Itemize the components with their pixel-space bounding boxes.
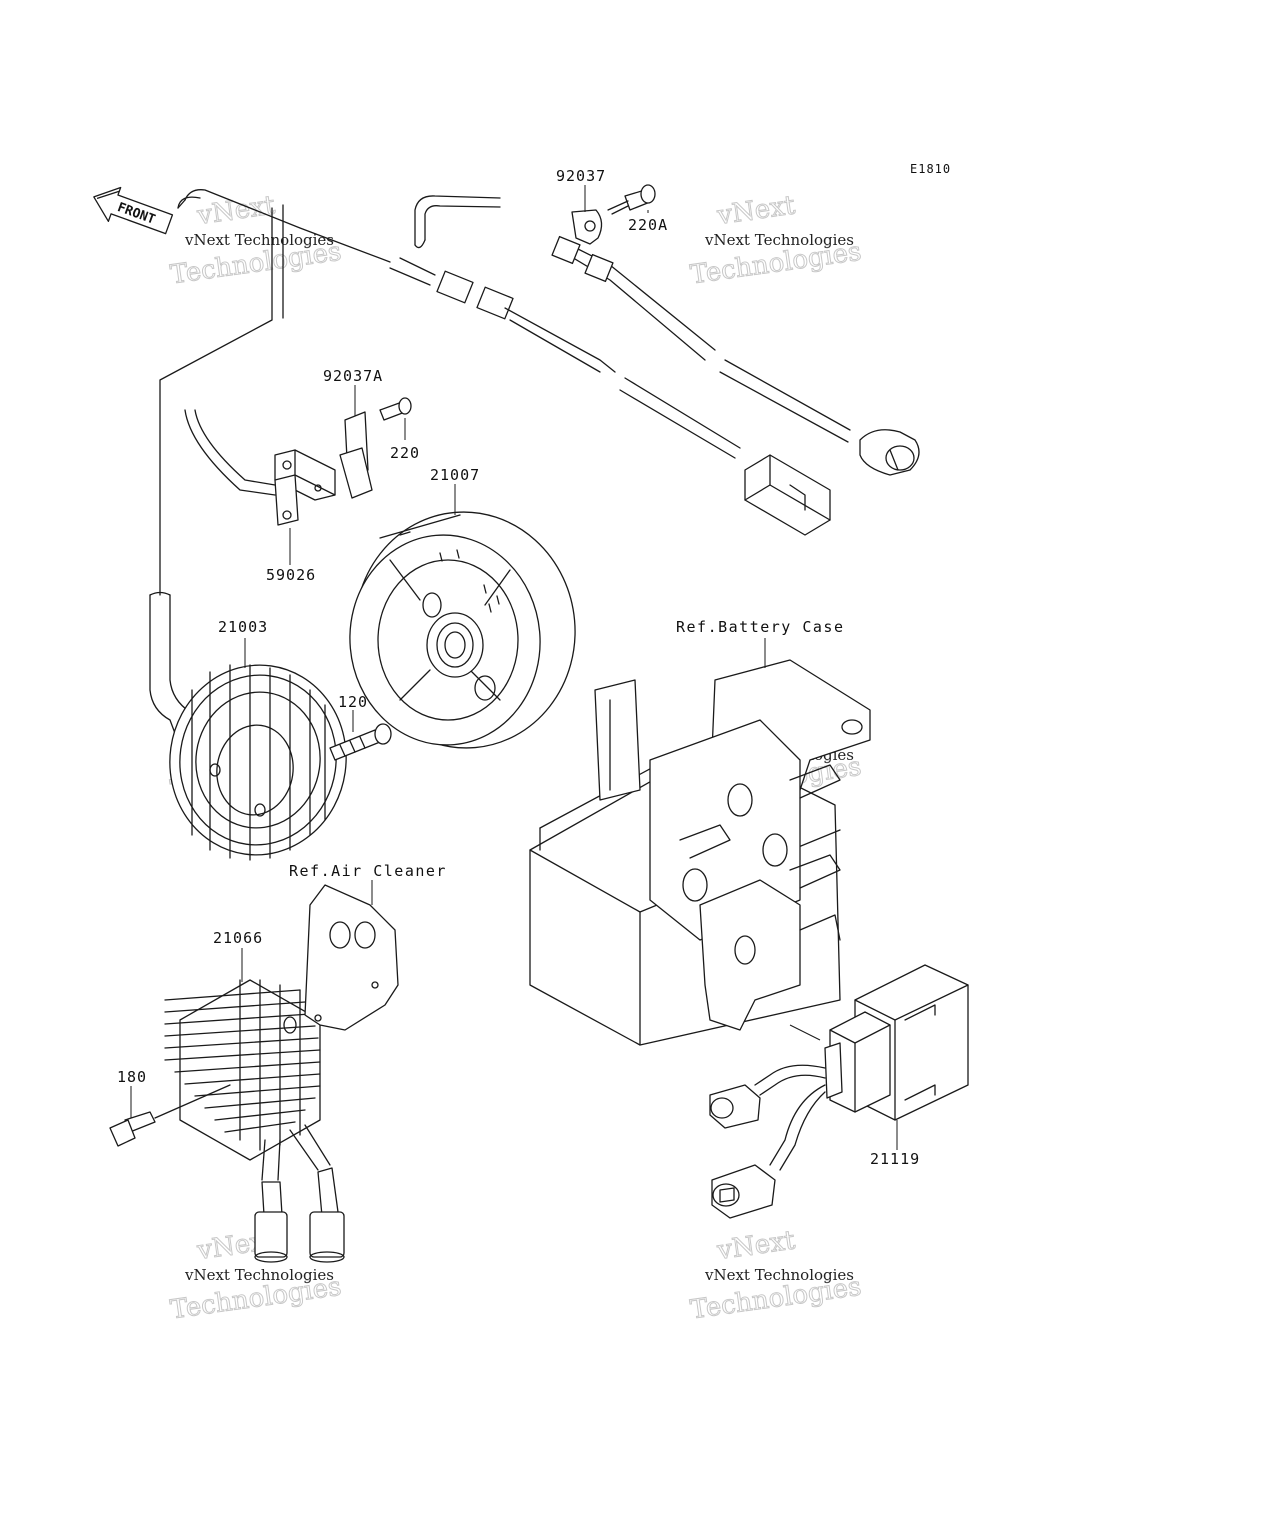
watermark-big-1: vNext: [195, 190, 278, 231]
regulator-21066: [164, 979, 345, 1263]
battery-case-ref: [529, 659, 871, 1046]
label-21003[interactable]: 21003: [218, 618, 268, 636]
label-59026[interactable]: 59026: [266, 566, 316, 584]
part-labels: 92037 220A 92037A 220 59026 21007 21003 …: [117, 167, 920, 1168]
diagram-code: E1810: [910, 162, 951, 176]
label-21007[interactable]: 21007: [430, 466, 480, 484]
label-ref-battery-case: Ref.Battery Case: [676, 618, 845, 636]
watermark-top-right: vNext Technologies vNext Technologies: [688, 190, 864, 291]
label-220A[interactable]: 220A: [628, 216, 668, 234]
label-21119[interactable]: 21119: [870, 1150, 920, 1168]
watermark-small: vNext Technologies: [704, 1266, 854, 1284]
leader-lines: [130, 185, 898, 1150]
watermark-big-1: vNext: [715, 190, 798, 231]
bracket-92037A: [339, 411, 373, 499]
watermark-small: vNext Technologies: [184, 1266, 334, 1284]
label-180[interactable]: 180: [117, 1068, 147, 1086]
regulator-21119: [709, 964, 969, 1219]
bolt-220: [379, 397, 412, 421]
bolt-220A: [607, 184, 656, 215]
watermark-small: vNext Technologies: [184, 231, 334, 249]
label-220[interactable]: 220: [390, 444, 420, 462]
air-cleaner-bracket-ref: [304, 884, 399, 1031]
watermark-small: vNext Technologies: [704, 231, 854, 249]
front-arrow-icon: FRONT: [93, 186, 174, 235]
bolt-180: [109, 1084, 231, 1147]
watermark-top-left: vNext Technologies vNext Technologies: [168, 190, 344, 291]
watermark-big-1: vNext: [715, 1225, 798, 1266]
pickup-coil-59026: [184, 409, 336, 526]
bracket-92037: [571, 209, 603, 245]
label-21066[interactable]: 21066: [213, 929, 263, 947]
label-ref-air-cleaner: Ref.Air Cleaner: [289, 862, 447, 880]
label-120[interactable]: 120: [338, 693, 368, 711]
watermark-bottom-right: vNext Technologies vNext Technologies: [688, 1225, 864, 1326]
rotor-21007: [349, 511, 576, 749]
stator-21003: [149, 591, 347, 861]
label-92037[interactable]: 92037: [556, 167, 606, 185]
wire-harness: [159, 189, 920, 596]
bolt-120: [329, 723, 392, 761]
label-92037A[interactable]: 92037A: [323, 367, 383, 385]
